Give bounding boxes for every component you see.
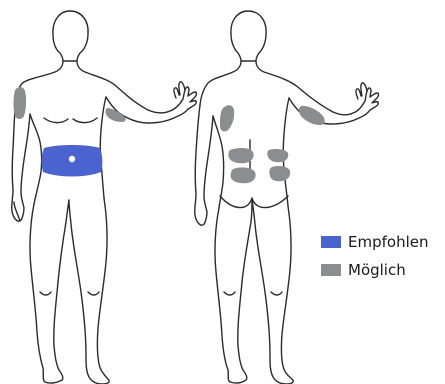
back-buttocks (220, 196, 288, 208)
front-head (53, 11, 88, 61)
legend-item-possible: Möglich (321, 260, 445, 280)
front-body-figure (12, 11, 197, 384)
front-knee-lines (40, 292, 99, 295)
back-head (231, 11, 266, 61)
back-body-figure (195, 11, 379, 384)
navel-marker (69, 156, 75, 162)
back-flank-left-lower-zone (231, 167, 256, 183)
legend-swatch-recommended (321, 236, 341, 248)
legend-label-possible: Möglich (348, 263, 406, 278)
front-left-arm (12, 101, 30, 221)
back-upper-arm-left-zone (220, 105, 234, 131)
front-upper-arm-zone (14, 87, 27, 119)
legend-label-recommended: Empfohlen (348, 235, 428, 250)
front-chest (44, 118, 97, 123)
back-flank-left-upper-zone (228, 148, 253, 163)
back-knee-lines (224, 292, 282, 295)
legend: Empfohlen Möglich (321, 232, 445, 288)
back-neck-shoulders (200, 61, 333, 112)
back-flank-right-upper-zone (267, 149, 288, 162)
legend-swatch-possible (321, 264, 341, 276)
legend-item-recommended: Empfohlen (321, 232, 445, 252)
front-legs (30, 198, 109, 384)
back-upper-arm-right-zone (299, 106, 325, 125)
front-neck-shoulders (16, 61, 148, 110)
back-left-arm (195, 105, 213, 225)
back-flank-right-lower-zone (269, 166, 290, 181)
